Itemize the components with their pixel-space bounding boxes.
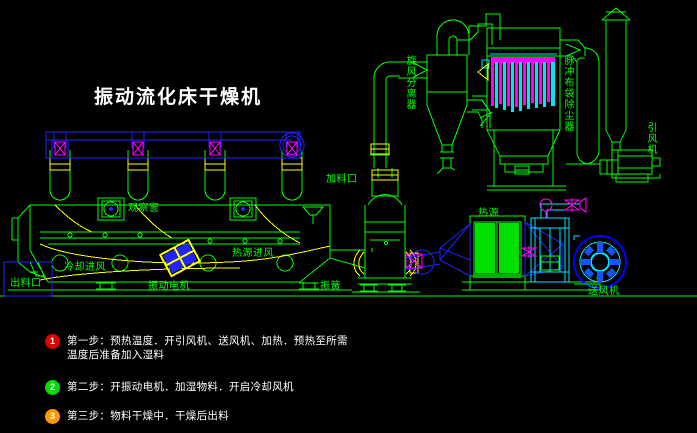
label-induced-draft-fan: 引风机 xyxy=(645,122,656,155)
label-cooling-air-inlet: 冷却进风 xyxy=(64,262,106,273)
tower-valve xyxy=(405,253,423,269)
tower-bellows-left xyxy=(353,249,361,277)
label-blower-fan: 送风机 xyxy=(588,286,620,297)
exhaust-riser-1 xyxy=(49,150,71,201)
step-text-1: 第一步：预热温度．开引风机、送风机、加热．预热至所需 温度后准备加入湿料 xyxy=(67,335,348,361)
step-text-2: 第二步：开振动电机．加湿物料．开启冷却风机 xyxy=(67,381,294,393)
flex-curve-3 xyxy=(254,204,301,244)
secondary-heat-column xyxy=(530,217,570,283)
heat-source-core xyxy=(473,223,521,278)
cyclone-separator xyxy=(398,54,468,175)
step-badge-3: 3 xyxy=(45,409,60,424)
heat-unit-valves xyxy=(520,197,587,258)
label-discharge-outlet: 出料口 xyxy=(10,278,42,289)
lower-flex-curve xyxy=(39,243,331,264)
riser-duct xyxy=(370,61,400,168)
step-item-1: 1 第一步：预热温度．开引风机、送风机、加热．预热至所需 温度后准备加入湿料 xyxy=(45,334,465,362)
step-badge-1: 1 xyxy=(45,334,60,349)
label-feed-inlet: 加料口 xyxy=(326,174,358,185)
label-vibration-motor: 振动电机 xyxy=(148,281,190,292)
induced-draft-fan xyxy=(611,149,661,183)
vibration-motor-symbol xyxy=(158,238,202,278)
exhaust-damper-group xyxy=(54,141,298,156)
blower-motor xyxy=(540,255,560,271)
flex-curve-1 xyxy=(54,204,93,233)
observation-window-2 xyxy=(229,197,257,221)
label-cyclone-separator: 旋风分离器 xyxy=(404,55,415,110)
filter-bag-bundle xyxy=(491,57,555,112)
exhaust-riser-4 xyxy=(281,150,303,201)
step-item-2: 2 第二步：开振动电机．加湿物料．开启冷却风机 xyxy=(45,380,465,395)
window-core-1 xyxy=(109,207,113,211)
label-heat-source: 热源 xyxy=(478,208,499,219)
label-pulse-bag-filter: 脉冲布袋除尘器 xyxy=(562,55,573,132)
exhaust-riser-3 xyxy=(204,150,226,201)
step-item-3: 3 第三步：物料干燥中．干燥后出料 xyxy=(45,409,465,424)
pulse-bag-filter xyxy=(472,27,586,191)
label-observation-window: 观察窗 xyxy=(128,203,160,214)
discharge-box xyxy=(3,261,53,297)
flex-curve-2 xyxy=(134,204,173,239)
window-core-2 xyxy=(241,207,245,211)
blower-fan-wheel xyxy=(573,235,627,290)
heat-duct-left xyxy=(439,222,471,277)
exhaust-hood xyxy=(45,131,305,159)
exhaust-riser-2 xyxy=(127,150,149,201)
label-vibration-spring: 振簧 xyxy=(320,281,341,292)
step-badge-2: 2 xyxy=(45,380,60,395)
tower-bellows-right xyxy=(409,249,417,277)
step-text-3: 第三步：物料干燥中．干燥后出料 xyxy=(67,410,229,422)
lower-flex-curve-2 xyxy=(39,267,241,281)
pulse-valve xyxy=(477,59,490,82)
observation-window-1 xyxy=(97,197,125,221)
label-heat-source-air-inlet: 热源进风 xyxy=(232,248,274,259)
filter-to-fan-duct xyxy=(566,47,619,175)
page-title: 振动流化床干燥机 xyxy=(94,87,263,108)
exhaust-stack xyxy=(601,7,631,151)
cyclone-to-filter-duct xyxy=(467,99,493,128)
